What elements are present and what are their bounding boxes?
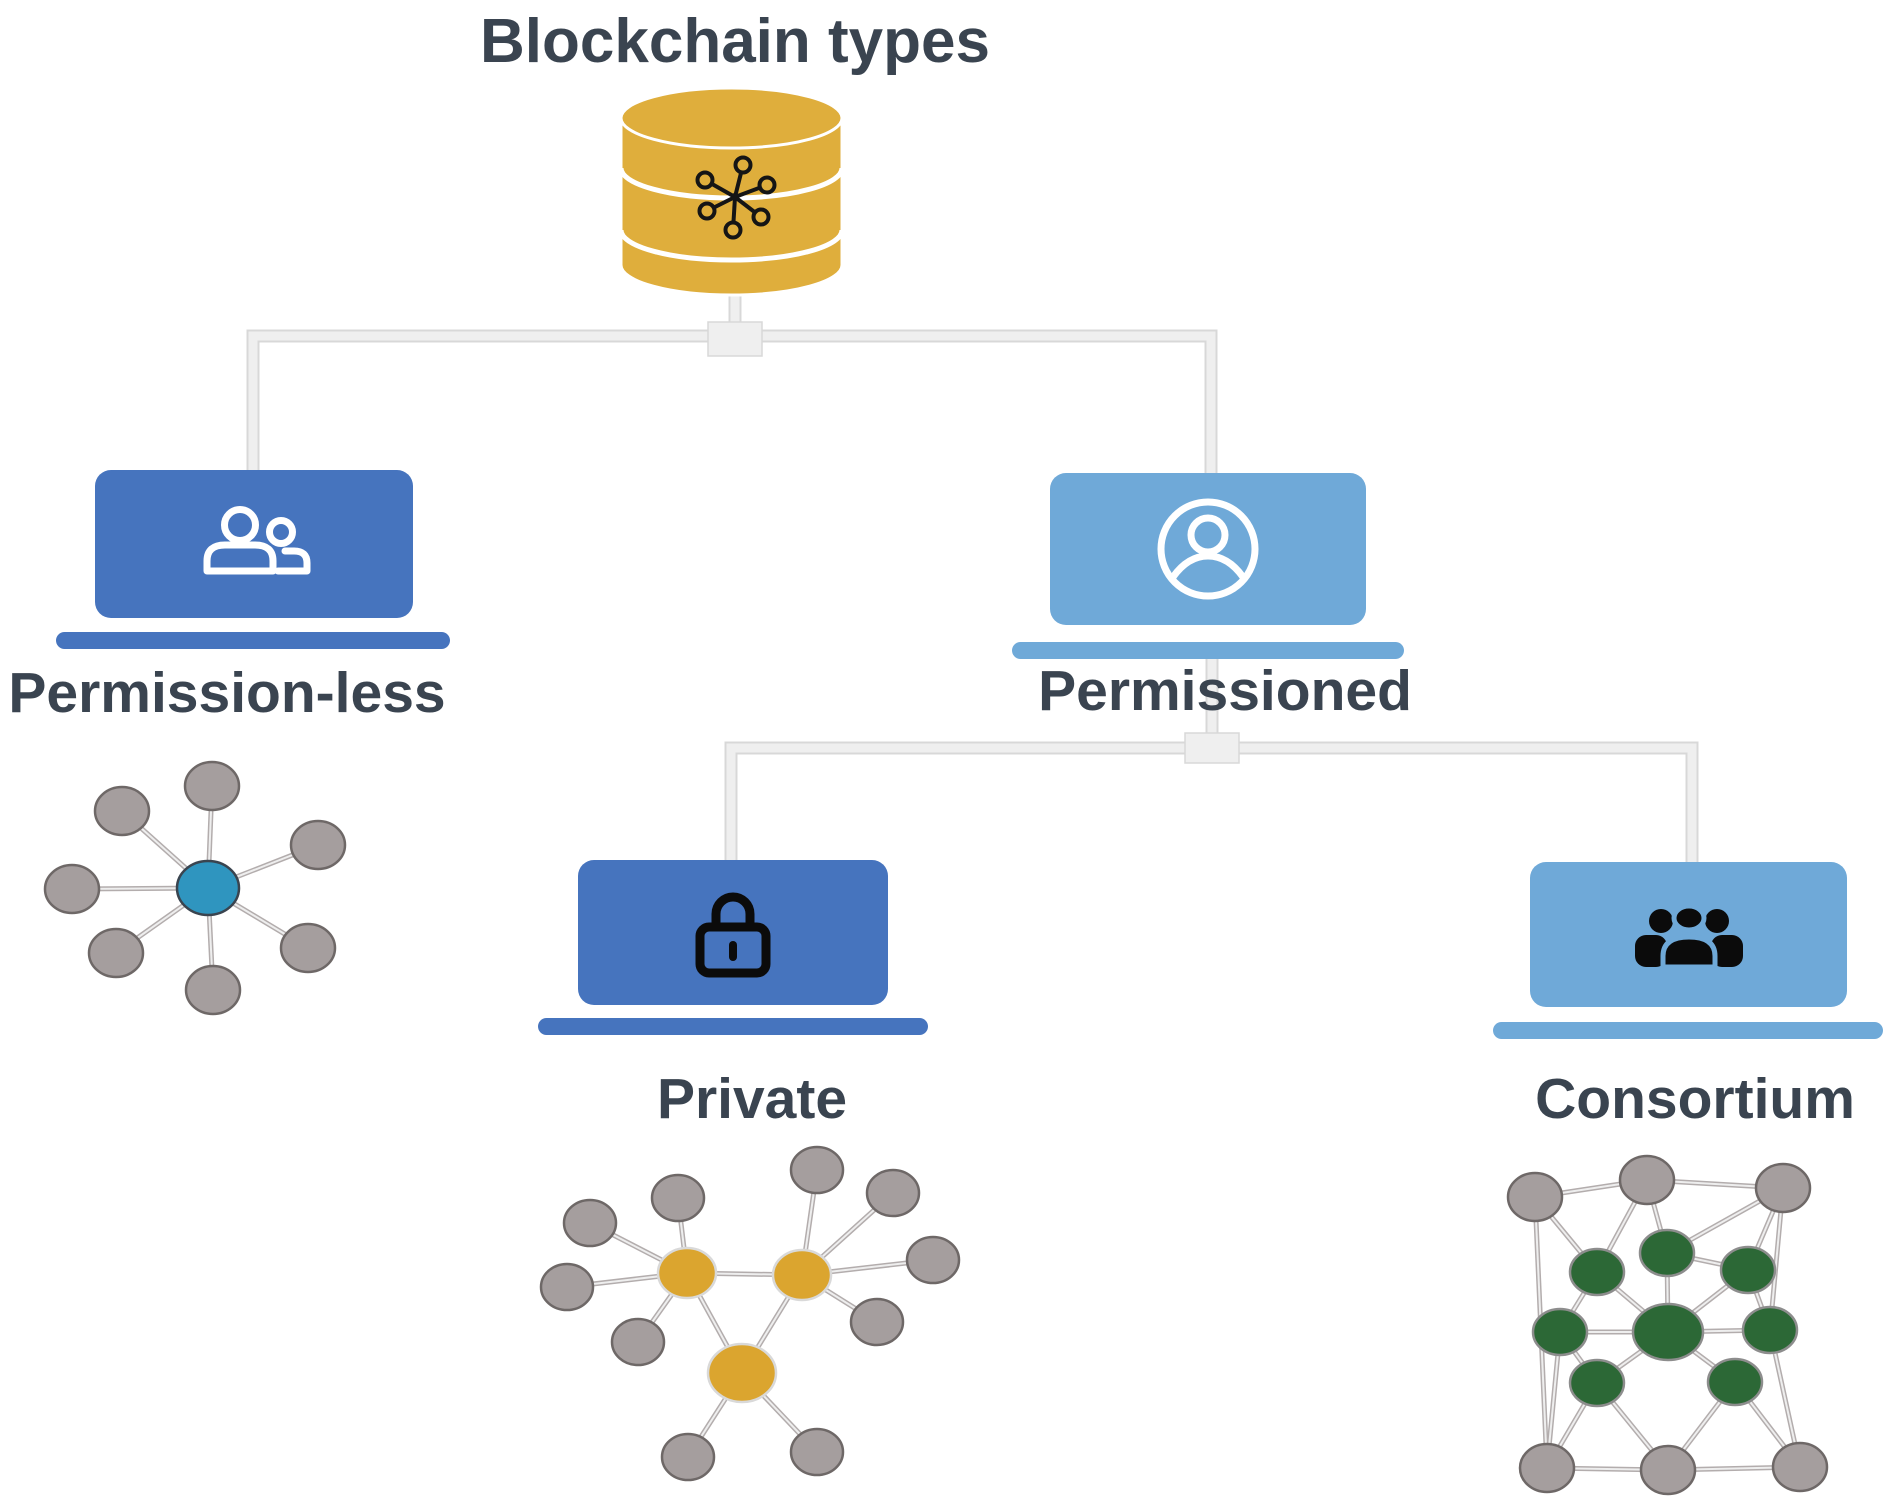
permissionless-network xyxy=(43,760,347,1016)
people-icon xyxy=(203,506,311,575)
consortium-node-card xyxy=(1530,862,1847,1007)
private-node-hub-gold xyxy=(771,1248,833,1302)
consortium-node-validator xyxy=(1631,1302,1705,1362)
private-network xyxy=(539,1145,961,1482)
permissioned-node-card xyxy=(1050,473,1366,625)
private-node-peer xyxy=(660,1432,716,1482)
consortium-node-peer xyxy=(1754,1162,1812,1214)
permissionless-node-peer xyxy=(184,964,242,1016)
private-node-peer xyxy=(865,1168,921,1218)
consortium-node-validator xyxy=(1706,1357,1764,1407)
consortium-node-peer xyxy=(1639,1444,1697,1496)
private-node-peer xyxy=(789,1145,845,1195)
lock-icon xyxy=(695,892,771,977)
consortium-node-peer xyxy=(1518,1442,1576,1494)
permissionless-node-peer xyxy=(43,863,101,915)
private-node-peer xyxy=(849,1297,905,1347)
junction-block-top xyxy=(707,321,763,357)
private-node-peer xyxy=(539,1262,595,1312)
permissionless-laptop-base xyxy=(56,632,450,649)
molecule-glyph xyxy=(695,155,777,240)
database-network-icon xyxy=(618,86,845,297)
permissionless-node-card xyxy=(95,470,413,618)
consortium-node-validator xyxy=(1568,1358,1626,1408)
private-node-peer xyxy=(650,1173,706,1223)
private-node-peer xyxy=(610,1317,666,1367)
consortium-node-validator xyxy=(1741,1305,1799,1355)
consortium-laptop-base xyxy=(1493,1022,1883,1039)
private-label: Private xyxy=(656,1067,848,1131)
consortium-node-validator xyxy=(1531,1307,1589,1357)
consortium-node-validator xyxy=(1568,1247,1626,1297)
permissionless-node-peer xyxy=(289,819,347,871)
private-node-card xyxy=(578,860,888,1005)
private-laptop-base xyxy=(538,1018,928,1035)
private-node-hub-gold xyxy=(706,1342,778,1404)
consortium-node-peer xyxy=(1618,1154,1676,1206)
permissioned-label: Permissioned xyxy=(1038,659,1412,723)
group-icon xyxy=(1634,903,1743,969)
private-node-peer xyxy=(562,1198,618,1248)
permissionless-node-hub-teal xyxy=(175,859,241,917)
consortium-network xyxy=(1506,1154,1829,1496)
user-circle-icon xyxy=(1157,498,1259,600)
private-node-hub-gold xyxy=(656,1246,718,1300)
permissionless-label: Permission-less xyxy=(8,661,446,725)
junction-block-permissioned xyxy=(1184,732,1240,764)
consortium-node-peer xyxy=(1771,1441,1829,1493)
private-node-peer xyxy=(789,1427,845,1477)
consortium-node-validator xyxy=(1719,1245,1777,1295)
permissionless-node-peer xyxy=(93,785,151,837)
permissionless-node-peer xyxy=(279,922,337,974)
tree-connectors xyxy=(246,292,1699,862)
permissionless-node-peer xyxy=(183,760,241,812)
page-title: Blockchain types xyxy=(480,7,990,76)
consortium-label: Consortium xyxy=(1535,1067,1855,1131)
private-node-peer xyxy=(905,1235,961,1285)
permissionless-node-peer xyxy=(87,927,145,979)
consortium-node-validator xyxy=(1638,1228,1696,1278)
permissioned-laptop-base xyxy=(1012,642,1404,659)
consortium-node-peer xyxy=(1506,1171,1564,1223)
